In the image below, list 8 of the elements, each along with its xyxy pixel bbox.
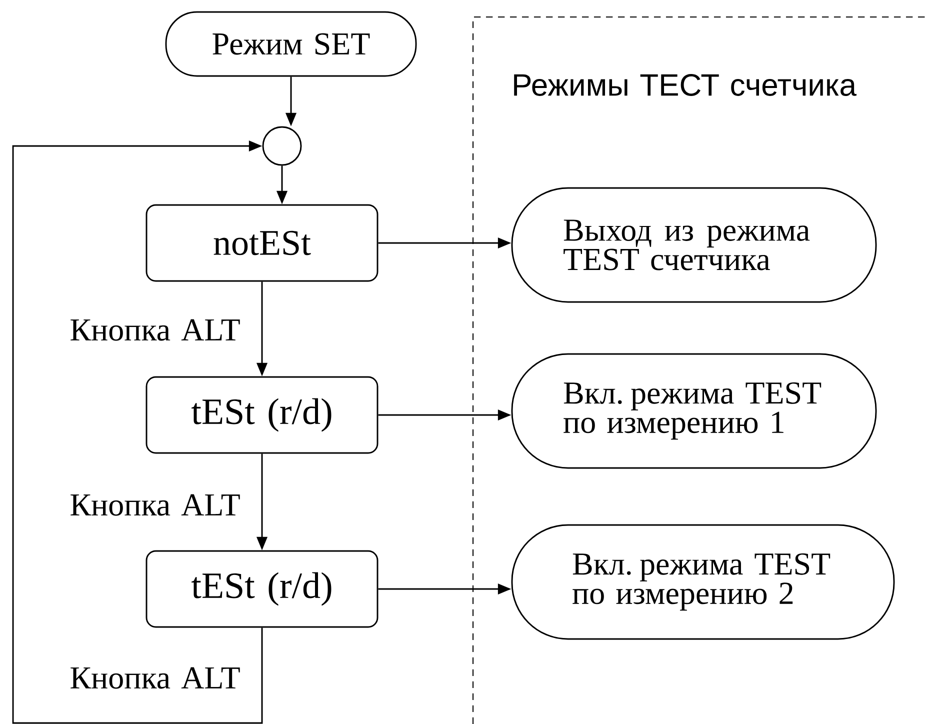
process-box: tESt (r/d) (146, 550, 378, 628)
edge-label: Кнопка ALT (70, 667, 240, 689)
process-box: notESt (146, 204, 378, 282)
arrow (12, 140, 263, 724)
process-box: tESt (r/d) (146, 376, 378, 454)
connector-circle (262, 126, 302, 166)
edge-label: Кнопка ALT (70, 319, 240, 341)
edge-label: Кнопка ALT (70, 494, 240, 516)
